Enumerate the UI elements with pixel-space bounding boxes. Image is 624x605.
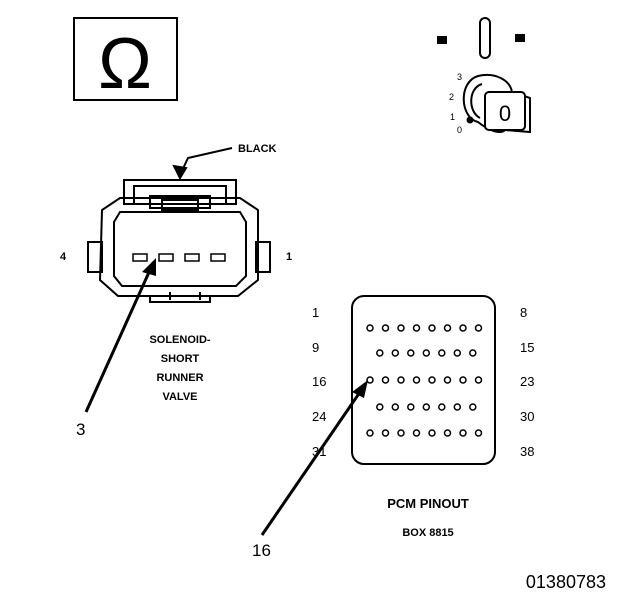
pcm-pin xyxy=(459,376,467,384)
pcm-row-1-start-label: 1 xyxy=(312,305,319,320)
pcm-pin xyxy=(474,324,483,332)
description-line-2: SHORT xyxy=(161,353,200,365)
ignition-pos-1: 1 xyxy=(450,112,455,122)
pcm-pin xyxy=(474,376,483,384)
pcm-pin xyxy=(407,349,415,357)
ignition-pos-3: 3 xyxy=(457,72,462,82)
pcm-pin xyxy=(428,429,436,437)
description-line-3: RUNNER xyxy=(156,372,203,384)
figure-id: 01380783 xyxy=(526,572,606,592)
pcm-pin xyxy=(469,349,477,357)
pcm-pin xyxy=(366,429,374,437)
pcm-pin xyxy=(438,349,446,357)
pcm-pin xyxy=(438,403,446,411)
pcm-pin xyxy=(407,403,415,411)
ohmmeter-icon: Ω xyxy=(73,17,178,104)
connector-description: SOLENOID- SHORT RUNNER VALVE xyxy=(149,334,210,403)
wire-color-label: BLACK xyxy=(238,143,277,155)
pcm-pin xyxy=(453,403,462,411)
pcm-pin xyxy=(412,376,421,384)
key-barrel xyxy=(462,74,531,134)
pcm-pin xyxy=(428,324,436,332)
pcm-pin xyxy=(391,349,400,357)
connector-callout-arrow xyxy=(84,258,156,413)
connector-right-pin-number: 1 xyxy=(286,251,292,263)
pcm-left-labels: 1 9 16 24 31 xyxy=(312,305,326,459)
pcm-row-3-start-label: 16 xyxy=(312,374,326,389)
pin-cavity xyxy=(158,253,174,262)
pcm-pin xyxy=(474,429,483,437)
pcm-title: PCM PINOUT xyxy=(387,496,469,511)
pcm-pin xyxy=(412,324,421,332)
key-position-label: 0 xyxy=(499,101,511,126)
solenoid-connector xyxy=(87,147,271,303)
pcm-pin xyxy=(381,324,390,332)
pcm-row-5-end-label: 38 xyxy=(520,444,534,459)
ignition-pos-2: 2 xyxy=(449,92,454,102)
pcm-pin xyxy=(443,429,452,437)
pcm-pin xyxy=(428,376,436,384)
pcm-row-4-start-label: 24 xyxy=(312,409,326,424)
ignition-switch-icon: 0 3 2 1 0 xyxy=(437,17,531,135)
description-line-4: VALVE xyxy=(162,391,197,403)
pcm-pin xyxy=(469,403,477,411)
pin-cavity xyxy=(210,253,226,262)
pin-cavity xyxy=(184,253,200,262)
pcm-pin xyxy=(381,376,390,384)
key-position-dot xyxy=(466,116,474,124)
pcm-row-3-end-label: 23 xyxy=(520,374,534,389)
switch-marker-left xyxy=(437,36,447,44)
pcm-pin xyxy=(459,324,467,332)
pcm-connector-body xyxy=(351,295,496,465)
pcm-right-labels: 8 15 23 30 38 xyxy=(520,305,534,459)
pcm-row-4-end-label: 30 xyxy=(520,409,534,424)
description-line-1: SOLENOID- xyxy=(149,334,210,346)
pcm-pin xyxy=(443,324,452,332)
pcm-row-1-end-label: 8 xyxy=(520,305,527,320)
pcm-pin xyxy=(422,349,431,357)
pcm-pin xyxy=(381,429,390,437)
pcm-row-2-end-label: 15 xyxy=(520,340,534,355)
connector-left-pin-number: 4 xyxy=(60,251,67,263)
pcm-pin xyxy=(391,403,400,411)
pcm-pin xyxy=(376,403,384,411)
pcm-pin xyxy=(397,429,405,437)
pcm-subtitle: BOX 8815 xyxy=(402,527,453,539)
pcm-pin xyxy=(397,376,405,384)
pcm-pin xyxy=(453,349,462,357)
pcm-row-2-start-label: 9 xyxy=(312,340,319,355)
pcm-pin xyxy=(443,376,452,384)
pcm-pin xyxy=(376,349,384,357)
pcm-pin xyxy=(397,324,405,332)
pcm-pin xyxy=(422,403,431,411)
connector-pin-cavities xyxy=(132,253,226,262)
pcm-pin xyxy=(366,376,374,384)
switch-slot xyxy=(479,17,491,59)
omega-symbol: Ω xyxy=(98,24,152,104)
pcm-pin xyxy=(412,429,421,437)
switch-marker-right xyxy=(515,34,525,42)
ignition-pos-0: 0 xyxy=(457,125,462,135)
pcm-pin xyxy=(366,324,374,332)
pcm-callout-arrow xyxy=(260,380,368,536)
connector-callout-number: 3 xyxy=(76,420,85,439)
pcm-pin-grid xyxy=(366,324,483,437)
pcm-pin xyxy=(459,429,467,437)
pcm-connector xyxy=(351,295,496,465)
key-head xyxy=(484,91,526,131)
pcm-callout-number: 16 xyxy=(252,541,271,560)
pin-cavity xyxy=(132,253,148,262)
